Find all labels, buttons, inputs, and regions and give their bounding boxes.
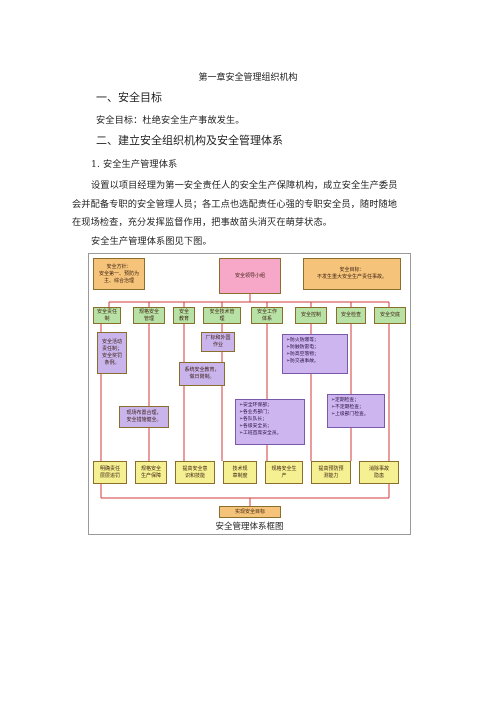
safety-leader-group-box: 安全领导小组 — [219, 258, 281, 294]
control-list-box: ➢防火防爆等； ➢防触防雷电； ➢防高空落物； ➢防交通事故。 — [282, 334, 348, 374]
diagram-caption: 安全管理体系框图 — [215, 522, 284, 532]
row2-box-6: 安全控制 — [295, 307, 327, 324]
row4-box-1: 明确责任 层层追罚 — [93, 461, 127, 484]
check-list-box: ➢定期检查； ➢不定期检查； ➢上级部门检查。 — [327, 394, 385, 428]
section1-text: 安全目标：杜绝安全生产事故发生。 — [96, 115, 245, 126]
chapter-title: 第一章安全管理组织机构 — [198, 73, 298, 83]
paragraph-line-3: 在现场检查，充分发挥监督作用，把事故苗头消灭在萌芽状态。 — [72, 217, 333, 228]
safety-system-diagram: 安全方针： 安全第一、预防为 主、综合治理 安全领导小组 安全目标： 不发生重大… — [88, 253, 411, 535]
row2-box-1: 安全责任 制 — [93, 307, 121, 324]
row4-box-7: 消除事故 隐患 — [359, 461, 399, 484]
paragraph-line-2: 会并配备专职的安全管理人员；各工点也选配责任心强的专职安全员，随时随地 — [72, 199, 398, 210]
site-layout-box: 现场布置合理， 安全措施健全。 — [119, 406, 169, 428]
row4-box-3: 提高安全意 识和技能 — [175, 461, 215, 484]
row2-box-8: 安全交底 — [374, 307, 406, 324]
factory-standard-box: 厂标和外国 作业 — [201, 332, 235, 352]
row2-box-2: 规格安全 管理 — [133, 307, 165, 324]
education-box: 系统安全教育， 做日岗制。 — [179, 362, 225, 386]
sub1-heading: 1. 安全生产管理体系 — [91, 159, 178, 170]
row4-box-6: 提高预防预 测能力 — [311, 461, 351, 484]
row2-box-7: 安全检查 — [336, 307, 366, 324]
responsibility-list-box: 安全活动 责任制； 安全奖罚 条例。 — [97, 332, 127, 374]
safety-goal-box: 安全目标： 不发生重大安全生产责任事故。 — [303, 258, 401, 290]
paragraph-line-1: 设置以项目经理为第一安全责任人的安全生产保障机构，成立安全生产委员 — [91, 180, 398, 191]
diagram-intro: 安全生产管理体系图见下图。 — [91, 236, 212, 247]
row2-box-4: 安全技术管 理 — [203, 307, 241, 324]
row4-box-2: 规格安全 生产保障 — [135, 461, 167, 484]
achieve-goal-box: 实现安全目标 — [219, 506, 281, 518]
row2-box-5: 安全工作 体系 — [251, 307, 283, 324]
row4-box-4: 技术规 章制度 — [223, 461, 257, 484]
section1-heading: 一、安全目标 — [96, 91, 162, 104]
row2-box-3: 安全 教育 — [173, 307, 195, 324]
section2-heading: 二、建立安全组织机构及安全管理体系 — [96, 134, 283, 147]
system-list-box: ➢安全环保部； ➢各业务部门； ➢各队队长； ➢各级安全员； ➢工班首席安全员。 — [235, 399, 305, 445]
safety-policy-box: 安全方针： 安全第一、预防为 主、综合治理 — [93, 258, 145, 290]
row4-box-5: 规格安全生 产 — [265, 461, 303, 484]
